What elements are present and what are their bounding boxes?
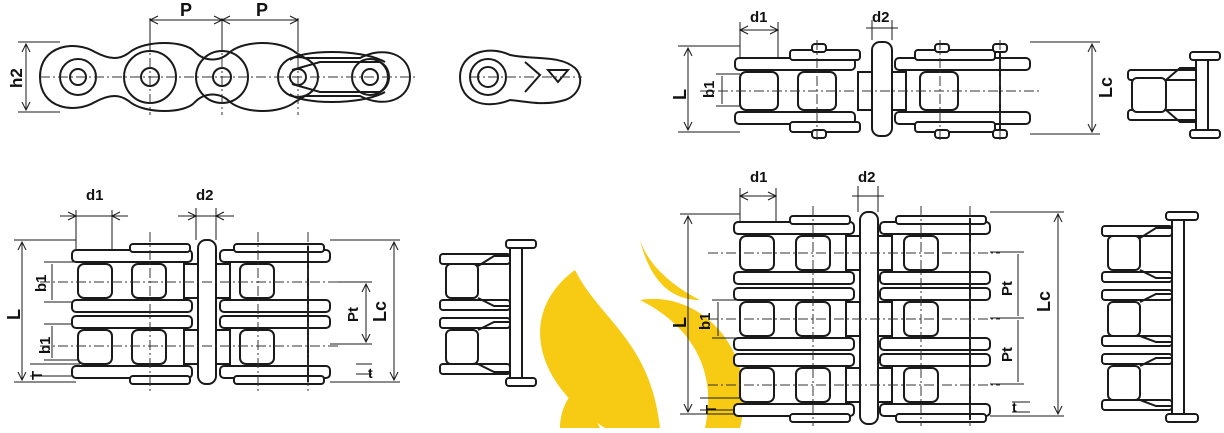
- label-b1-simplex: b1: [701, 80, 718, 98]
- label-d1-triplex: d1: [750, 169, 768, 186]
- label-l-simplex: L: [670, 89, 690, 100]
- label-d2-triplex: d2: [858, 169, 876, 186]
- label-t-upper-duplex: T: [29, 371, 46, 380]
- label-d2-duplex: d2: [196, 187, 214, 204]
- label-b1-triplex: b1: [697, 312, 714, 330]
- duplex-chain-top-view: d1 d2 L b1 b1 T Pt: [4, 187, 400, 392]
- label-lc-simplex: Lc: [1096, 77, 1116, 98]
- label-pt-triplex-upper: Pt: [999, 281, 1016, 296]
- label-p-2: P: [256, 0, 268, 20]
- label-pt-triplex-lower: Pt: [999, 347, 1016, 362]
- simplex-chain-top-view: d1 d2 L b1 Lc: [670, 9, 1116, 140]
- label-d1-simplex: d1: [750, 9, 768, 26]
- side-view-chain: h2 P P: [7, 0, 415, 115]
- label-l-triplex: L: [670, 317, 690, 328]
- label-t-lower-duplex: t: [368, 365, 373, 381]
- triplex-chain-top-view: d1 d2 L b1 T Pt Pt Lc: [670, 169, 1064, 426]
- label-t-upper-triplex: T: [703, 405, 720, 414]
- label-d1-duplex: d1: [86, 187, 104, 204]
- label-pt-duplex: Pt: [345, 307, 362, 322]
- label-h2: h2: [7, 68, 26, 88]
- label-b1-duplex-lower: b1: [37, 336, 54, 354]
- watermark-logo: [540, 240, 744, 428]
- simplex-end-view: [1127, 51, 1221, 139]
- duplex-end-view: [439, 239, 537, 387]
- label-l-duplex: L: [4, 309, 24, 320]
- label-lc-duplex: Lc: [370, 301, 390, 322]
- label-p-1: P: [180, 0, 192, 20]
- label-d2-simplex: d2: [872, 9, 890, 26]
- label-b1-duplex-upper: b1: [33, 274, 50, 292]
- label-lc-triplex: Lc: [1034, 291, 1054, 312]
- triplex-end-view: [1101, 211, 1199, 423]
- offset-link-view: [458, 49, 582, 106]
- label-t-lower-triplex: t: [1012, 399, 1017, 415]
